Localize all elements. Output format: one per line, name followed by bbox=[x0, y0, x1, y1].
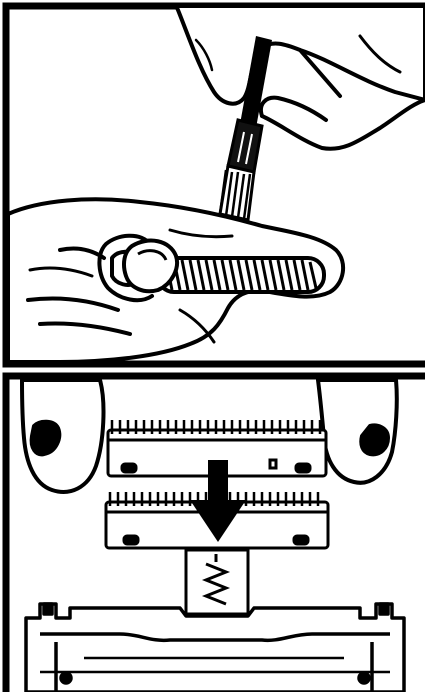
left-finger bbox=[22, 380, 103, 492]
panel-inserting-blade bbox=[0, 372, 425, 692]
cleaning-illustration bbox=[0, 0, 425, 372]
trimmer-head-icon bbox=[26, 604, 404, 692]
panel-cleaning-spring bbox=[0, 0, 425, 372]
upper-hand bbox=[176, 6, 425, 149]
thumb bbox=[124, 241, 177, 292]
right-finger bbox=[318, 380, 397, 483]
spring-icon bbox=[158, 258, 324, 292]
blade-insert-illustration bbox=[0, 372, 425, 692]
